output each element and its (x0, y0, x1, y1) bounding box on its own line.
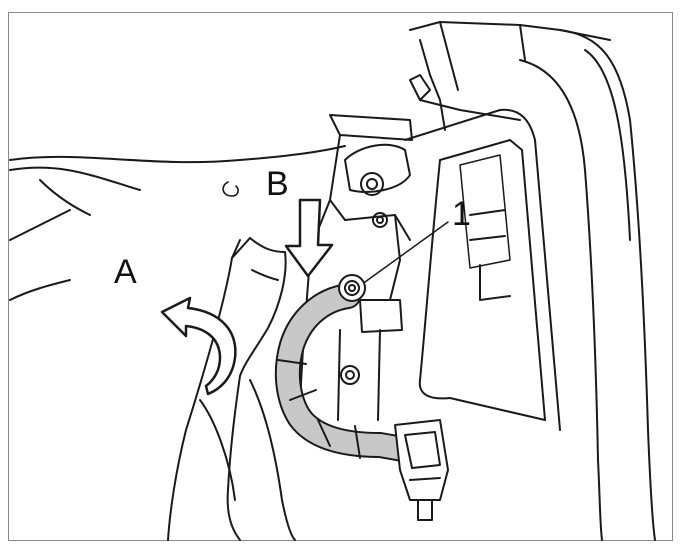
figure-border (8, 12, 673, 541)
clip-symbol (222, 181, 239, 197)
terminal-nut (338, 274, 366, 302)
removable-cover (167, 237, 296, 541)
label-b: B (266, 165, 289, 203)
battery-cable (274, 283, 433, 465)
bolt-lower (340, 365, 360, 385)
terminal-bracket (299, 114, 413, 421)
body-panel (9, 145, 346, 301)
label-a: A (114, 253, 137, 291)
arrow-b-icon (284, 198, 334, 278)
bolt-middle (372, 212, 388, 228)
arrow-a-icon (160, 296, 237, 396)
cable-connector (394, 419, 449, 521)
label-1: 1 (452, 195, 471, 233)
bolt-upper (360, 172, 384, 196)
callout-1-leader (364, 221, 449, 283)
battery-housing (404, 21, 656, 541)
